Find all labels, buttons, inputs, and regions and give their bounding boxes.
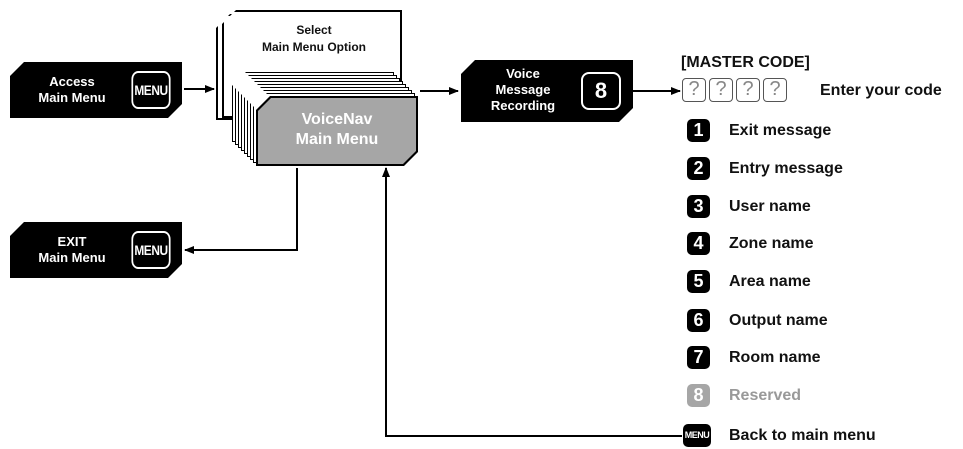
option-8-label: Reserved: [729, 387, 802, 404]
option-3-key-icon: 3: [687, 195, 710, 218]
option-2-label: Entry message: [729, 160, 843, 177]
master-code-title: [MASTER CODE]: [681, 54, 810, 71]
code-digit-box: ?: [763, 78, 787, 102]
access-label-line2: Main Menu: [38, 90, 106, 105]
exit-label-line2: Main Menu: [38, 250, 106, 265]
menu-key-small-icon: MENU: [683, 424, 711, 447]
option-2-key-icon: 2: [687, 157, 710, 180]
arrow-back-to-menu: [382, 167, 682, 437]
code-digit-box: ?: [709, 78, 733, 102]
option-4-label: Zone name: [729, 235, 814, 252]
option-8-key-icon: 8: [687, 384, 710, 407]
option-1-label: Exit message: [729, 122, 832, 139]
option-7-label: Room name: [729, 349, 821, 366]
voicenav-label-line1: VoiceNav: [301, 111, 373, 128]
option-7-key-icon: 7: [687, 346, 710, 369]
menu-key-icon: MENU: [131, 71, 170, 109]
menu-key-icon: MENU: [131, 231, 170, 269]
access-main-menu-block: Access Main Menu MENU: [10, 62, 182, 118]
voicenav-label-line2: Main Menu: [295, 131, 379, 148]
exit-label-line1: EXIT: [57, 234, 87, 249]
option-4-key-icon: 4: [687, 232, 710, 255]
select-label-line2: Main Menu Option: [262, 40, 366, 54]
option-5-label: Area name: [729, 273, 811, 290]
code-digit-box: ?: [682, 78, 706, 102]
voicenav-main-menu-card: VoiceNav Main Menu: [256, 96, 418, 166]
option-1-key-icon: 1: [687, 119, 710, 142]
enter-code-text: Enter your code: [820, 82, 942, 99]
voice-label-line2: Message: [495, 82, 551, 97]
option-5-key-icon: 5: [687, 270, 710, 293]
access-label-line1: Access: [49, 74, 95, 89]
exit-main-menu-block: EXIT Main Menu MENU: [10, 222, 182, 278]
option-3-label: User name: [729, 198, 811, 215]
voice-label-line3: Recording: [490, 98, 556, 113]
voice-message-recording-block: Voice Message Recording 8: [461, 60, 633, 122]
option-6-label: Output name: [729, 312, 828, 329]
select-label-line1: Select: [296, 23, 332, 37]
arrow-menu-to-exit: [184, 168, 298, 254]
key-8-icon: 8: [581, 72, 621, 110]
voice-label-line1: Voice: [506, 66, 540, 81]
back-to-main-menu-label: Back to main menu: [729, 427, 876, 444]
option-6-key-icon: 6: [687, 309, 710, 332]
code-digit-box: ?: [736, 78, 760, 102]
